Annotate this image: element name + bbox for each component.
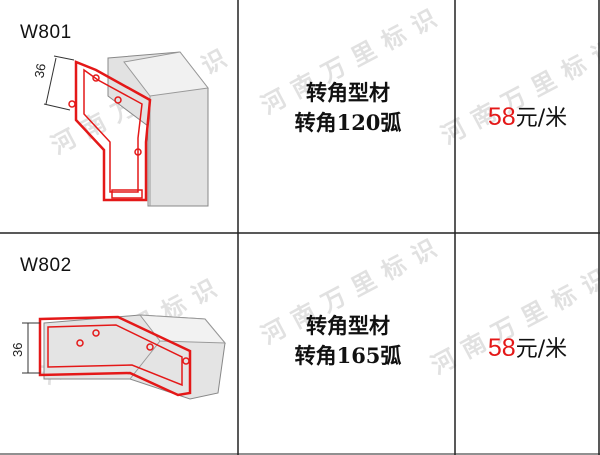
profile-drawing-w802: 36 <box>10 314 227 400</box>
product-code: W801 <box>20 22 72 43</box>
product-code: W802 <box>20 255 72 276</box>
dimension-label: 36 <box>10 343 25 357</box>
price-unit: 元/米 <box>515 337 568 362</box>
product-price: 58元/米 <box>455 100 600 132</box>
product-name-line1: 转角型材 <box>306 313 390 338</box>
table-row: W802 36 转角型材 转角165弧 58元/米 <box>0 233 600 455</box>
profile-drawing-w801: 36 <box>31 51 209 207</box>
table-row: W801 36 转角型材 转角120弧 58元/米 <box>20 22 600 207</box>
price-number: 58 <box>487 334 516 362</box>
product-name-line2: 转角120弧 <box>294 110 402 135</box>
product-name: 转角型材 转角165弧 <box>238 311 458 371</box>
product-name: 转角型材 转角120弧 <box>238 78 458 138</box>
dimension-label: 36 <box>31 62 48 79</box>
product-price: 58元/米 <box>455 331 600 363</box>
product-name-line1: 转角型材 <box>306 80 390 105</box>
price-number: 58 <box>487 103 516 131</box>
price-unit: 元/米 <box>515 106 568 131</box>
product-name-line2: 转角165弧 <box>294 343 402 368</box>
